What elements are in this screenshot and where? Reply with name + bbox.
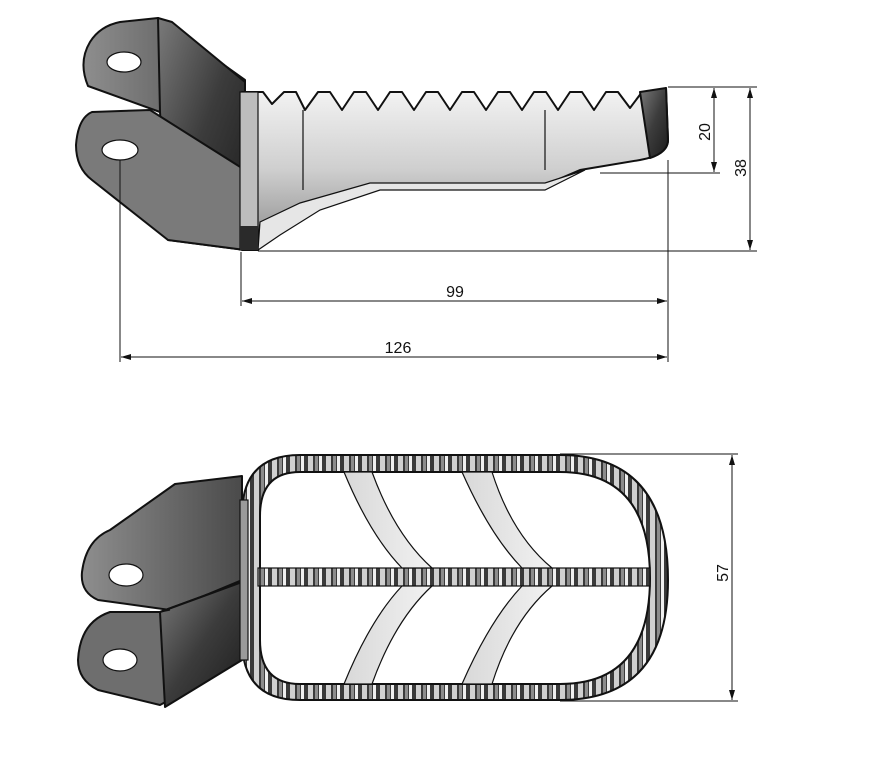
rib-right-lower [461,585,554,685]
dim-label-platform-length: 99 [446,284,464,301]
rib-right-upper [461,471,554,569]
top-lower-hole [102,648,138,672]
platform-center-bar [257,567,651,587]
platform-gusset [257,169,586,252]
dim-label-total-height: 38 [733,159,750,177]
side-view [75,17,669,252]
dim-label-total-length: 126 [385,340,412,357]
lower-mount-hole [101,139,139,161]
top-view [77,454,669,708]
top-upper-hole [108,563,144,587]
platform-body [241,87,669,251]
rib-left-upper [343,471,434,569]
top-rear-plate [239,499,249,661]
top-view-dimensions: 57 [560,453,738,702]
dim-label-width: 57 [715,564,732,582]
rib-left-lower [343,585,434,685]
upper-mount-hole [106,51,142,73]
side-view-dimensions: 20 38 99 126 [119,86,757,362]
rear-plate-foot [240,226,258,250]
platform-front-face [639,87,669,159]
dim-label-tooth-height: 20 [697,123,714,141]
